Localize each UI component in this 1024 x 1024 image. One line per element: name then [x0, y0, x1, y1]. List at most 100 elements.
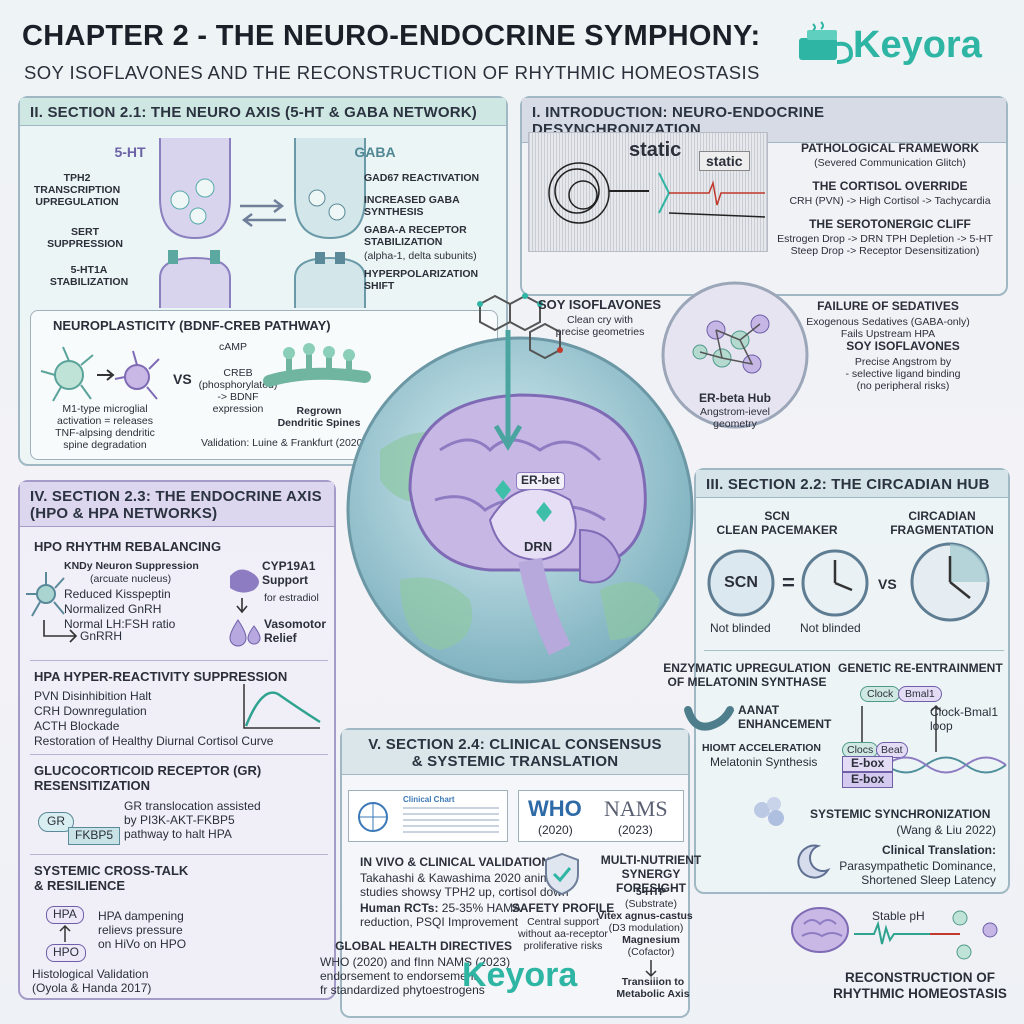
- 5ht1a-label: 5-HT1A STABILIZATION: [49, 264, 129, 289]
- cyp-sublabel: for estradiol: [264, 592, 319, 604]
- global-directives-body: WHO (2020) and fInn NAMS (2023) endorsem…: [320, 955, 511, 997]
- chart-lines: [403, 807, 499, 837]
- tph2-label: TPH2 TRANSCRIPTION UPREGULATION: [33, 172, 121, 209]
- page-title: CHAPTER 2 - THE NEURO-ENDOCRINE SYMPHONY…: [22, 20, 761, 52]
- transition-arrow: [645, 960, 657, 978]
- nams-year: (2023): [618, 823, 653, 837]
- soy-title-center: SOY ISOFLAVONES: [538, 297, 662, 312]
- synapse-5ht-icon: [159, 138, 231, 308]
- clean-clock-icon: [801, 549, 869, 617]
- gnrrh-label: GnRRH: [80, 629, 123, 643]
- kndy-neuron-icon: [26, 572, 65, 617]
- creb-label: CREB (phosphorylated) -> BDNF expression: [198, 367, 278, 416]
- not-blinded-1: Not blinded: [710, 621, 771, 635]
- not-blinded-2: Not blinded: [800, 621, 861, 635]
- histological-validation: Histological Validation (Oyola & Handa 2…: [32, 967, 152, 995]
- fragmented-clock-icon: [910, 542, 990, 622]
- reconstruction-label: RECONSTRUCTION OF RHYTHMIC HOMEOSTASIS: [833, 970, 1007, 1001]
- cross-talk-title: SYSTEMIC CROSS-TALK & RESILIENCE: [34, 863, 189, 893]
- scn-label: SCN: [724, 574, 758, 591]
- brand-logo: Keyora: [795, 18, 1005, 74]
- neuroplasticity-title: NEUROPLASTICITY (BDNF-CREB PATHWAY): [53, 318, 331, 333]
- cross-talk-arrow: [59, 924, 71, 942]
- cross-talk-text: HPA dampening relievs pressure on HiVo o…: [98, 909, 187, 951]
- bmal-pill: Bmal1: [898, 686, 942, 703]
- intro-item-2-title: THE SEROTONERGIC CLIFF: [809, 217, 971, 231]
- genetic-title: GENETIC RE-ENTRAINMENT: [838, 661, 1003, 675]
- drn-label: DRN: [524, 539, 553, 554]
- hpo-title: HPO RHYTHM REBALANCING: [34, 539, 222, 554]
- vivo-bullet-2-text: 25-35% HAMA reduction, PSQI Improvement: [360, 901, 522, 929]
- enzyme-chain-icon: [684, 706, 734, 731]
- circadian-panel: III. SECTION 2.2: THE CIRCADIAN HUB SCN …: [663, 468, 1010, 894]
- divider-hpo: [30, 660, 328, 661]
- nams-label: NAMS: [604, 796, 668, 821]
- multi-nutrient-title: MULTI-NUTRIENT SYNERGY FORESIGHT: [600, 853, 702, 895]
- intro-item-3-title: FAILURE OF SEDATIVES: [817, 299, 959, 313]
- er-bet-label: ER-bet: [516, 472, 565, 490]
- static-label-1: static: [629, 139, 682, 161]
- htp-sublabel: (Substrate): [625, 898, 677, 910]
- 5ht-label: 5-HT: [114, 144, 146, 160]
- htp-label: 5-HTP: [635, 886, 667, 898]
- loop-label: Clock-Bmal1 loop: [930, 705, 999, 733]
- sert-label: SERT SUPPRESSION: [47, 226, 123, 251]
- hpa-title: HPA HYPER-REACTIVITY SUPPRESSION: [34, 669, 288, 684]
- endocrine-axis-title: IV. SECTION 2.3: THE ENDOCRINE AXIS (HPO…: [20, 482, 334, 527]
- divider-gr: [30, 854, 328, 855]
- vitex-label: Vitex agnus-castus: [597, 910, 693, 922]
- regrown-spines-label: Regrown Dendritic Spines: [277, 405, 361, 430]
- sys-sync-ref: (Wang & Liu 2022): [896, 823, 996, 837]
- intro-item-2-body: Estrogen Drop -> DRN TPH Depletion -> 5-…: [777, 233, 993, 258]
- clinical-chart-label: Clinical Chart: [403, 795, 455, 804]
- gad67-label: GAD67 REACTIVATION: [364, 172, 480, 184]
- gr-title: GLUCOCORTICOID RECEPTOR (GR) RESENSITIZA…: [34, 763, 262, 793]
- neuro-axis-title: II. SECTION 2.1: THE NEURO AXIS (5-HT & …: [20, 98, 506, 126]
- kndy-effects: Reduced Kisspeptin Normalized GnRH Norma…: [64, 587, 176, 631]
- who-label: WHO: [528, 796, 582, 821]
- static-noise-graphic: static static: [528, 132, 768, 252]
- sys-sync-title: SYSTEMIC SYNCHRONIZATION: [810, 807, 991, 821]
- gr-text: GR translocation assisted by PI3K-AKT-FK…: [124, 799, 261, 841]
- beat-pill: Beat: [876, 742, 908, 759]
- hpa-item-3: Restoration of Healthy Diurnal Cortisol …: [34, 734, 274, 748]
- endocrine-axis-panel: IV. SECTION 2.3: THE ENDOCRINE AXIS (HPO…: [18, 480, 336, 1000]
- vivo-bullet-1: Takahashi & Kawashima 2020 animal studie…: [360, 871, 569, 899]
- dendritic-spines-icon: [263, 343, 371, 387]
- clinical-chart-thumb: Clinical Chart: [348, 790, 508, 842]
- melatonin-label: Melatonin Synthesis: [710, 755, 818, 769]
- magnesium-label: Magnesium: [622, 934, 680, 946]
- soy-subtitle-center: Clean cry with precise geometries: [555, 314, 645, 339]
- vasomotor-label: Vasomotor Relief: [264, 617, 327, 645]
- microglia-icon: [40, 346, 160, 402]
- microglia-text: M1-type microglial activation = releases…: [55, 403, 155, 452]
- clinical-panel: V. SECTION 2.4: CLINICAL CONSENSUS & SYS…: [320, 728, 701, 1018]
- vitex-sublabel: (D3 modulation): [608, 922, 684, 934]
- shield-icon: [545, 852, 579, 896]
- cyp-label: CYP19A1 Support: [262, 559, 316, 587]
- safety-title: SAFETY PROFILE: [511, 901, 615, 915]
- brand-name: Keyora: [853, 24, 982, 66]
- divider-circadian: [704, 650, 1004, 651]
- er-beta-hub-magnifier: [661, 281, 809, 429]
- hiomt-label: HIOMT ACCELERATION: [702, 742, 821, 754]
- isoflavone-molecule-icon: [477, 293, 563, 360]
- vivo-bullet-2-bold: Human RCTs:: [360, 901, 439, 915]
- intro-item-4-title: SOY ISOFLAVONES: [846, 339, 960, 353]
- hyperpolarization-label: HYPERPOLARIZATION SHIFT: [364, 268, 479, 293]
- stable-ph-label: Stable pH: [872, 909, 925, 923]
- who-nams-box: [518, 790, 684, 842]
- exchange-arrows-icon: [240, 199, 286, 227]
- clinical-title: V. SECTION 2.4: CLINICAL CONSENSUS & SYS…: [342, 730, 688, 775]
- kndy-label: KNDy Neuron Suppression: [64, 560, 199, 572]
- static-label-2: static: [699, 151, 750, 172]
- synapse-gaba-icon: [294, 138, 366, 308]
- er-hub-label: ER-beta Hub: [699, 391, 771, 405]
- kndy-sublabel: (arcuate nucleus): [90, 573, 172, 585]
- equals-sign: =: [782, 570, 795, 595]
- hpa-box: HPA: [46, 906, 84, 924]
- who-year: (2020): [538, 823, 573, 837]
- camp-label: cAMP: [218, 341, 247, 353]
- aanat-label: AANAT ENHANCEMENT: [738, 703, 832, 731]
- global-directives-title: GLOBAL HEALTH DIRECTIVES: [335, 939, 512, 953]
